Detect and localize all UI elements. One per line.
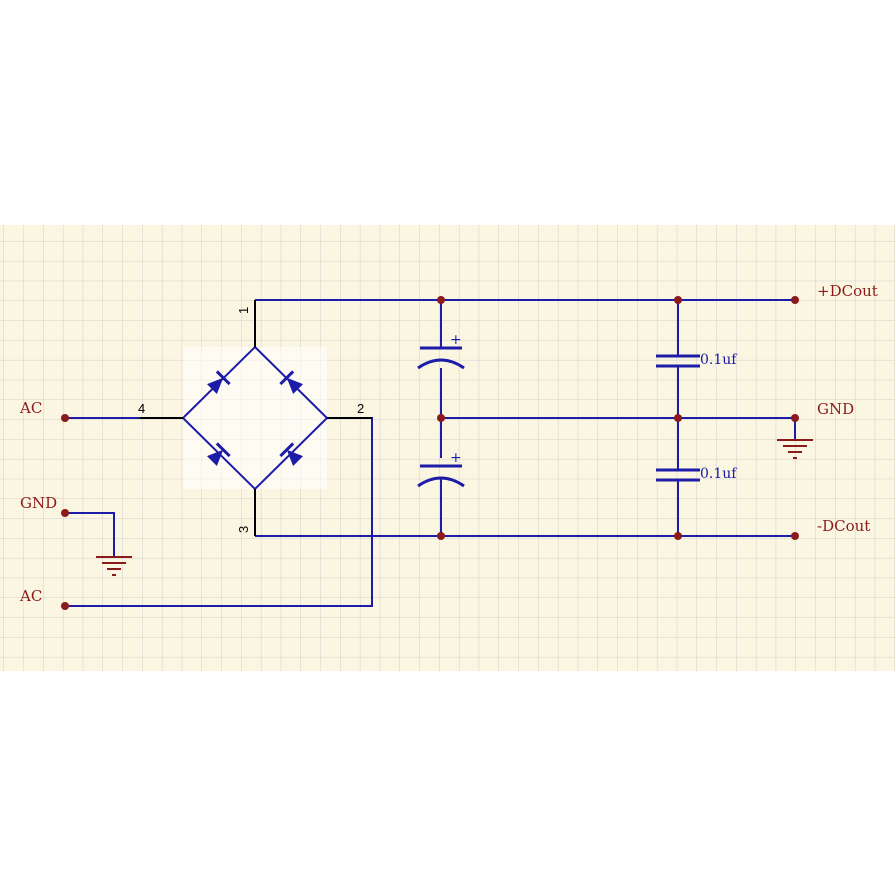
polarity-mark-bottom: + [450, 450, 462, 466]
junction-node-icon [791, 532, 799, 540]
junction-node-icon [674, 532, 682, 540]
port-label-dc-minus: -DCout [817, 517, 870, 535]
junction-nodes [61, 296, 799, 610]
junction-node-icon [437, 414, 445, 422]
junction-node-icon [791, 414, 799, 422]
electrolytic-capacitor-top: + [417, 332, 465, 370]
pin-number-2: 2 [357, 401, 364, 416]
electrolytic-capacitor-bottom: + [417, 450, 465, 488]
port-label-ac-bottom: AC [19, 587, 42, 605]
port-label-ac-top: AC [19, 399, 42, 417]
port-label-dc-plus: +DCout [817, 282, 878, 300]
junction-node-icon [674, 414, 682, 422]
ceramic-capacitor-top: 0.1uf [656, 352, 738, 368]
bridge-body [183, 347, 327, 489]
bridge-rectifier [140, 300, 372, 536]
port-label-gnd-left: GND [20, 494, 57, 512]
capacitor-value-bottom: 0.1uf [700, 466, 738, 482]
junction-node-icon [437, 532, 445, 540]
junction-node-icon [791, 296, 799, 304]
port-label-gnd-right: GND [817, 400, 854, 418]
junction-node-icon [61, 602, 69, 610]
junction-node-icon [61, 509, 69, 517]
pin-number-4: 4 [138, 401, 145, 416]
pin-number-1: 1 [236, 307, 251, 314]
junction-node-icon [61, 414, 69, 422]
junction-node-icon [674, 296, 682, 304]
schematic-grid [0, 225, 895, 671]
pin-number-3: 3 [236, 526, 251, 533]
junction-node-icon [437, 296, 445, 304]
ceramic-capacitor-bottom: 0.1uf [656, 466, 738, 482]
polarity-mark-top: + [450, 332, 462, 348]
capacitor-value-top: 0.1uf [700, 352, 738, 368]
